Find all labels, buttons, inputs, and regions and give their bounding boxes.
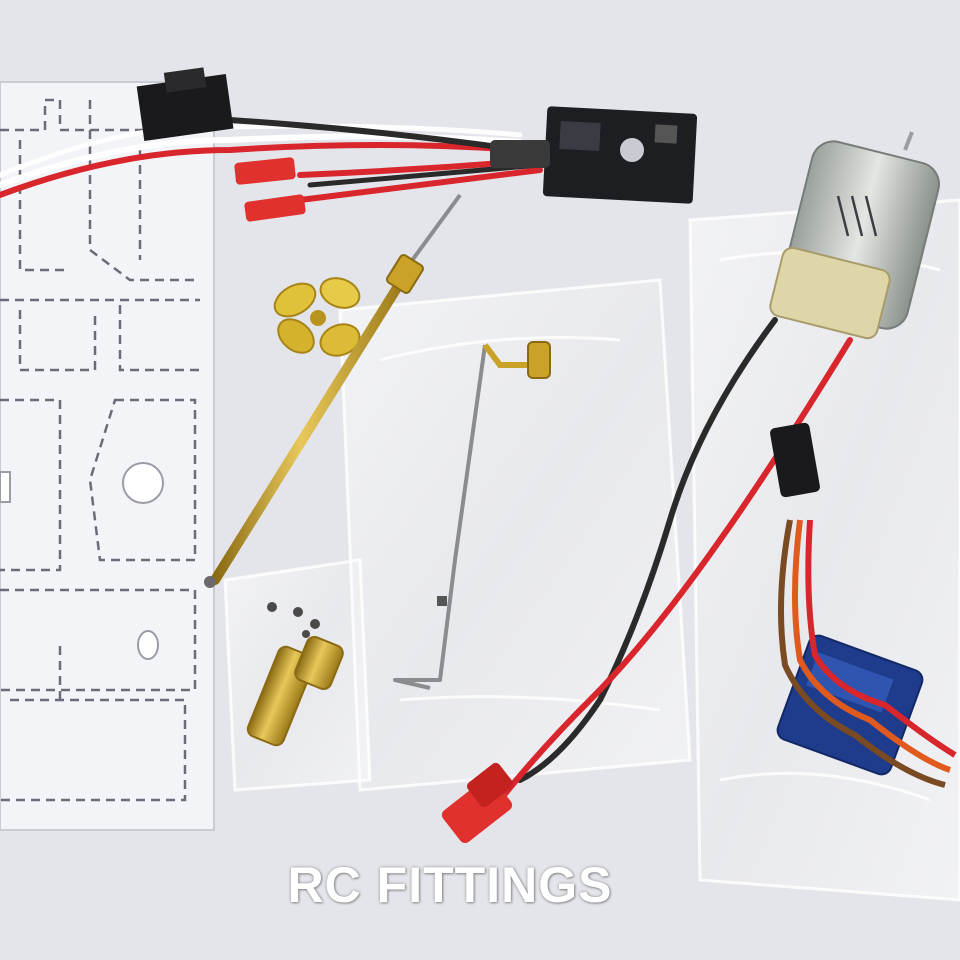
servo-icon	[770, 422, 957, 788]
plastic-bag-middle	[338, 278, 692, 792]
shaft-coupler	[246, 602, 344, 747]
jst-connector-bottom	[441, 762, 513, 844]
propeller-icon	[273, 277, 361, 357]
switch-connector	[136, 67, 234, 141]
dc-motor-icon	[769, 131, 940, 340]
rudder-pushrod	[393, 341, 551, 690]
esc-board-icon	[490, 106, 698, 204]
foam-sheet-icon	[0, 81, 215, 831]
jst-connector-top	[234, 157, 306, 222]
drive-shaft-icon	[204, 193, 462, 588]
caption-text: RC FITTINGS	[287, 857, 613, 913]
